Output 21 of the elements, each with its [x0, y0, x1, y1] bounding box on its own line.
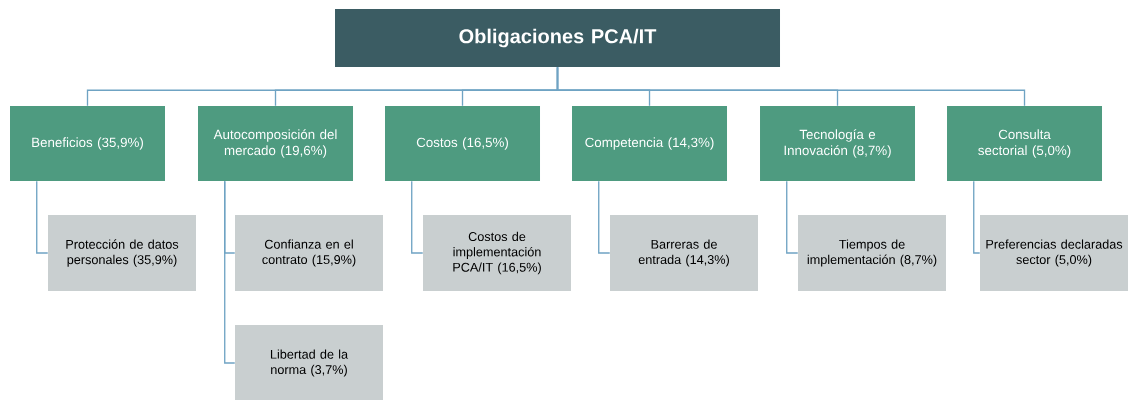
connector-line	[973, 180, 981, 254]
category-box: Autocomposición del mercado (19,6%)	[198, 106, 353, 181]
category-box: Beneficios (35,9%)	[10, 106, 165, 181]
category-box: Consulta sectorial (5,0%)	[947, 106, 1102, 181]
item-box: Barreras de entrada (14,3%)	[610, 215, 758, 291]
category-box: Competencia (14,3%)	[572, 106, 727, 181]
item-box: Libertad de la norma (3,7%)	[235, 325, 383, 400]
connector-line	[224, 180, 236, 364]
item-box: Confianza en el contrato (15,9%)	[235, 215, 383, 291]
connector-line	[556, 66, 1026, 107]
connector-line	[411, 180, 424, 254]
item-box: Protección de datos personales (35,9%)	[48, 215, 196, 291]
item-box: Costos de implementación PCA/IT (16,5%)	[423, 215, 571, 291]
connector-line	[786, 180, 799, 254]
connector-line	[598, 180, 611, 254]
item-box: Tiempos de implementación (8,7%)	[798, 215, 946, 291]
title-box: Obligaciones PCA/IT	[335, 9, 780, 67]
category-box: Costos (16,5%)	[385, 106, 540, 181]
item-box: Preferencias declaradas sector (5,0%)	[980, 215, 1128, 291]
category-box: Tecnología e Innovación (8,7%)	[760, 106, 915, 181]
connector-line	[36, 180, 49, 254]
